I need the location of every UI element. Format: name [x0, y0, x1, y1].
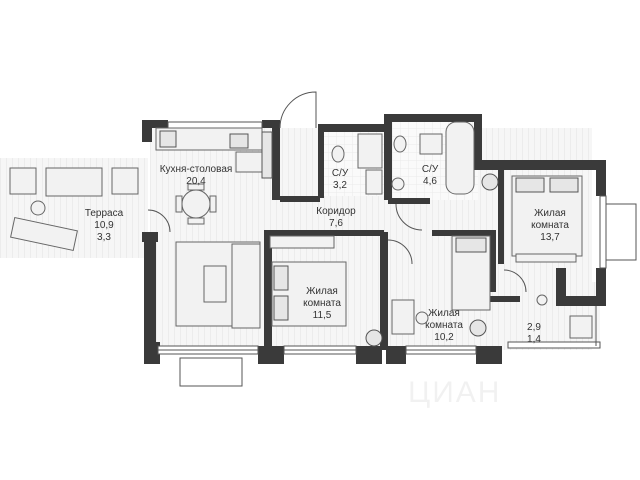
fridge — [261, 131, 273, 179]
lounger — [10, 216, 78, 252]
bedroom-middle-name1: Жилая — [428, 308, 460, 319]
bedroom-right-name1: Жилая — [534, 208, 566, 219]
toilet — [393, 135, 407, 153]
pillow — [273, 295, 289, 321]
desk-chair — [415, 311, 429, 325]
pillow — [515, 177, 545, 193]
shower — [357, 133, 383, 169]
windows — [157, 121, 637, 387]
washbasin — [365, 169, 383, 195]
plant-icon — [481, 173, 499, 191]
kitchen-island — [235, 151, 263, 173]
bathtub — [445, 121, 475, 195]
bedroom-right-area: 13,7 — [540, 232, 560, 243]
wardrobe — [269, 235, 335, 249]
terrace-sofa — [45, 167, 103, 197]
bedroom-left-name1: Жилая — [306, 286, 338, 297]
corridor-area: 7,6 — [329, 218, 343, 229]
oven — [159, 130, 177, 148]
terrace-chair — [111, 167, 139, 195]
plant-icon — [469, 319, 487, 337]
terrace-area2: 3,3 — [97, 232, 111, 243]
sofa — [231, 243, 261, 329]
terrace-chair — [9, 167, 37, 195]
dining-chair — [209, 195, 217, 213]
terrace-name: Терраса — [85, 208, 124, 219]
sink — [229, 133, 249, 149]
dining-chair — [187, 183, 205, 191]
dining-table — [181, 189, 211, 219]
bath2-name: С/У — [422, 164, 439, 175]
kitchen-name: Кухня-столовая — [160, 164, 233, 175]
pillow — [273, 265, 289, 291]
bedroom-left-area: 11,5 — [313, 310, 332, 321]
bedroom-left-name2: комната — [303, 298, 341, 309]
washing-machine — [391, 177, 405, 191]
bedroom-right-name2: комната — [531, 220, 569, 231]
dining-chair — [175, 195, 183, 213]
terrace-table — [30, 200, 46, 216]
bedroom-middle-name2: комната — [425, 320, 463, 331]
plant-icon — [365, 329, 383, 347]
balcony-area2: 1,4 — [527, 334, 541, 345]
walls — [142, 114, 606, 364]
terrace-area1: 10,9 — [94, 220, 114, 231]
desk — [391, 299, 415, 335]
bath2-area: 4,6 — [423, 176, 437, 187]
coffee-table — [203, 265, 227, 303]
balcony-chair — [569, 315, 593, 339]
kitchen-area: 20,4 — [186, 176, 206, 187]
doors — [147, 91, 527, 293]
bath1-name: С/У — [332, 168, 349, 179]
balcony-table — [536, 294, 548, 306]
washbasin — [419, 133, 443, 155]
balcony-area1: 2,9 — [527, 322, 541, 333]
pillow — [455, 237, 487, 253]
dining-chair — [187, 217, 205, 225]
watermark-logo: ЦИАН — [408, 376, 501, 409]
bath1-area: 3,2 — [333, 180, 347, 191]
toilet — [331, 145, 345, 163]
furniture — [9, 121, 593, 347]
corridor-name: Коридор — [316, 206, 356, 217]
bedroom-middle-area: 10,2 — [434, 332, 454, 343]
bench — [515, 253, 577, 263]
pillow — [549, 177, 579, 193]
room-labels: Кухня-столовая 20,4 С/У 3,2 С/У 4,6 Терр… — [85, 164, 570, 345]
